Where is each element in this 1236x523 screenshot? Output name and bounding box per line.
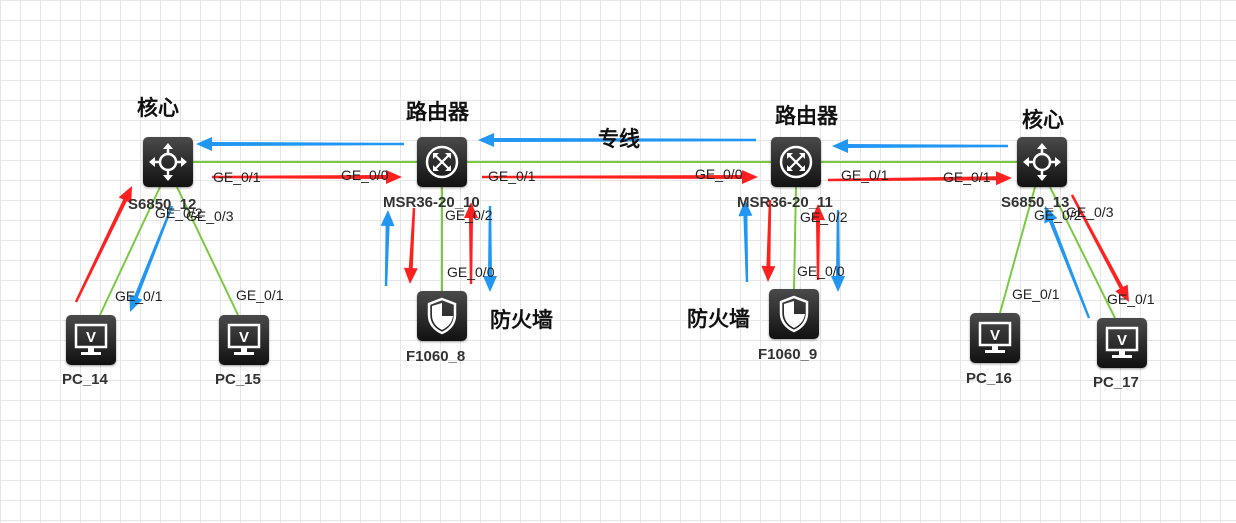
port-label-r11-ge00: GE_0/0	[695, 166, 743, 182]
port-label-r11-ge02: GE_0/2	[800, 209, 848, 225]
arrow-red-pc14-to-s12	[74, 186, 132, 303]
arrow-red-r11-to-f9	[761, 200, 776, 282]
port-label-pc14-ge01: GE_0/1	[115, 288, 163, 304]
four-way-arrows-icon	[1023, 143, 1061, 181]
port-label-s13-ge01-b: GE_0/1	[943, 169, 991, 185]
svg-text:V: V	[86, 329, 96, 346]
monitor-icon: V	[74, 323, 108, 355]
link-s13-pc16	[999, 186, 1036, 314]
shield-icon	[427, 297, 457, 335]
device-label-s6850-13: S6850_13	[1001, 194, 1070, 211]
port-label-pc15-ge01: GE_0/1	[236, 287, 284, 303]
pc-17[interactable]: V	[1097, 318, 1147, 368]
port-label-s13-ge01: GE_0/1	[841, 167, 889, 183]
firewall-f1060-8[interactable]	[417, 291, 467, 341]
device-label-pc-15: PC_15	[215, 371, 261, 388]
port-label-s13-ge03: GE_0/3	[1066, 204, 1114, 220]
four-way-arrows-icon	[149, 143, 187, 181]
device-label-pc-14: PC_14	[62, 371, 108, 388]
arrow-red-f8-to-r10	[464, 202, 478, 284]
title-router-left: 路由器	[406, 99, 469, 124]
port-label-f8-ge00: GE_0/0	[447, 264, 495, 280]
device-label-msr36-20-11: MSR36-20_11	[737, 194, 833, 211]
port-label-r10-ge00: GE_0/0	[341, 167, 389, 183]
router-msr36-20-11[interactable]	[771, 137, 821, 187]
arrow-red-s12-to-r10	[212, 170, 402, 184]
arrow-blue-pc17-to-s13	[1044, 206, 1091, 319]
arrow-red-f9-to-r11	[811, 204, 825, 280]
svg-text:V: V	[990, 327, 1000, 344]
router-msr36-20-10[interactable]	[417, 137, 467, 187]
device-label-pc-17: PC_17	[1093, 374, 1139, 391]
arrow-red-r10-to-r11	[482, 170, 758, 184]
arrow-blue-r11-to-f9	[831, 210, 845, 292]
monitor-icon: V	[227, 323, 261, 355]
svg-text:V: V	[239, 329, 249, 346]
port-label-pc16-ge01: GE_0/1	[1012, 286, 1060, 302]
arrow-blue-f9-to-r11	[738, 200, 753, 282]
title-firewall-right: 防火墙	[687, 306, 750, 331]
arrow-blue-f8-to-r10	[380, 210, 395, 286]
port-label-r10-ge01: GE_0/1	[488, 168, 536, 184]
port-label-s12-ge03: GE_0/3	[186, 208, 234, 224]
arrow-red-r11-to-s13	[828, 171, 1012, 186]
device-label-f1060-9: F1060_9	[758, 346, 818, 363]
port-label-pc17-ge01: GE_0/1	[1107, 291, 1155, 307]
router-cross-arrows-icon	[425, 145, 459, 179]
port-label-f9-ge00: GE_0/0	[797, 263, 845, 279]
arrow-blue-s13-to-r11	[832, 139, 1008, 153]
arrow-blue-r11-to-r10	[478, 133, 756, 147]
firewall-f1060-9[interactable]	[769, 289, 819, 339]
title-leased-line: 专线	[598, 126, 640, 151]
link-s12-pc15	[176, 186, 239, 316]
device-label-f1060-8: F1060_8	[406, 348, 466, 365]
title-router-right: 路由器	[775, 103, 838, 128]
switch-s6850-13[interactable]	[1017, 137, 1067, 187]
device-label-pc-16: PC_16	[966, 370, 1012, 387]
port-label-s12-ge01: GE_0/1	[213, 169, 261, 185]
monitor-icon: V	[978, 321, 1012, 353]
arrow-red-r10-to-f8	[403, 207, 418, 284]
pc-14[interactable]: V	[66, 315, 116, 365]
pc-16[interactable]: V	[970, 313, 1020, 363]
port-label-r10-ge02: GE_0/2	[445, 207, 493, 223]
switch-s6850-12[interactable]	[143, 137, 193, 187]
monitor-icon: V	[1105, 326, 1139, 358]
arrow-blue-s12-to-pc14	[129, 205, 174, 312]
port-label-s12-ge02: GE_0/2	[155, 205, 203, 221]
router-cross-arrows-icon	[779, 145, 813, 179]
shield-icon	[779, 295, 809, 333]
arrow-blue-r10-to-s12	[196, 137, 404, 151]
link-s13-pc17	[1049, 186, 1116, 319]
link-r11-f9	[793, 186, 797, 290]
device-label-msr36-20-10: MSR36-20_10	[383, 194, 480, 211]
arrow-red-s13-to-pc17	[1070, 194, 1129, 302]
pc-15[interactable]: V	[219, 315, 269, 365]
title-core-left: 核心	[137, 95, 179, 120]
svg-text:V: V	[1117, 332, 1127, 349]
arrow-blue-r10-to-f8	[483, 206, 497, 292]
link-s12-pc14	[99, 186, 161, 316]
title-firewall-left: 防火墙	[490, 307, 553, 332]
device-label-s6850-12: S6850_12	[128, 196, 197, 213]
port-label-s13-ge02: GE_0/2	[1034, 207, 1082, 223]
title-core-right: 核心	[1022, 107, 1064, 132]
